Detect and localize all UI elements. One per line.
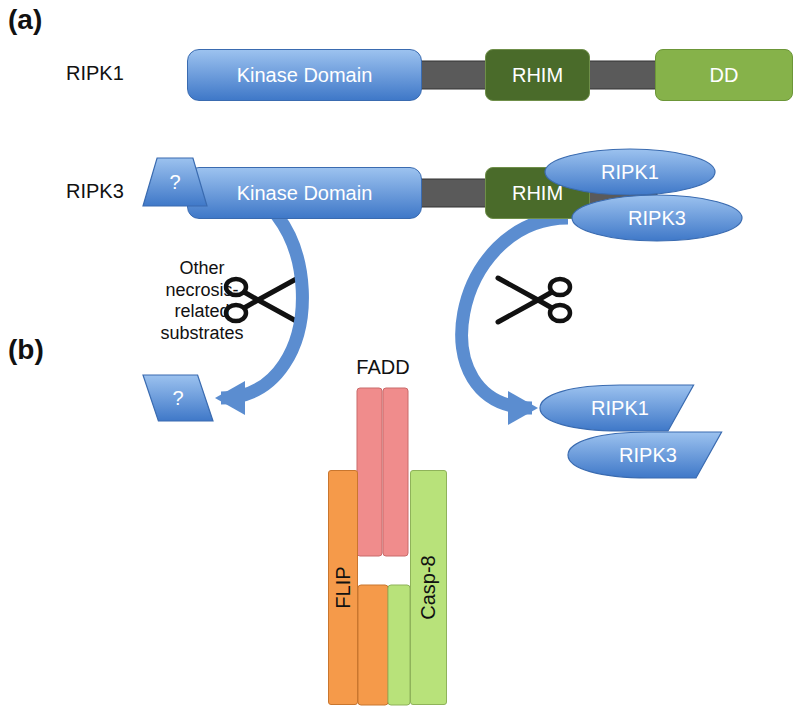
node-text: RIPK3 (628, 207, 686, 230)
fadd-subunit (357, 388, 382, 556)
node-text: ? (172, 387, 183, 410)
node-text: ? (169, 171, 180, 194)
node-text: Casp-8 (417, 555, 440, 619)
scissors-symbol (498, 278, 570, 322)
node-text: FADD (356, 356, 409, 379)
node-text: FLIP (332, 566, 355, 608)
protein-shape: RIPK3 (572, 195, 742, 241)
linker-bar (415, 61, 665, 89)
node-text: RIPK1 (591, 397, 649, 420)
node-text: RIPK1 (601, 161, 659, 184)
fadd-subunit (383, 388, 408, 556)
domain-box: Casp-8 (410, 470, 447, 705)
protein-shape: ? (143, 158, 207, 206)
node-text: Kinase Domain (237, 64, 373, 87)
protein-shape: RIPK1 (540, 385, 700, 431)
domain-box: Kinase Domain (187, 167, 422, 219)
text-label: RIPK1 (66, 62, 124, 85)
protein-shape: RIPK1 (545, 149, 715, 195)
curved-arrow (462, 218, 568, 408)
protein-label: FADD (348, 352, 418, 382)
casp8-subunit (388, 585, 410, 705)
node-text: RHIM (512, 182, 563, 205)
domain-box: Kinase Domain (187, 49, 422, 101)
node-text: RHIM (512, 64, 563, 87)
node-text: RIPK3 (619, 444, 677, 467)
domain-box: DD (655, 49, 793, 101)
domain-box: RHIM (485, 49, 590, 101)
protein-shape: ? (143, 375, 213, 421)
panel-label: (a) (8, 4, 42, 36)
domain-box: FLIP (328, 470, 358, 705)
node-text: Kinase Domain (237, 182, 373, 205)
node-text: DD (710, 64, 739, 87)
text-label: Other necrosis-related substrates (150, 258, 254, 344)
protein-shape: RIPK3 (568, 432, 728, 478)
panel-label: (b) (8, 334, 44, 366)
text-label: RIPK3 (66, 180, 124, 203)
flip-subunit (358, 585, 388, 705)
